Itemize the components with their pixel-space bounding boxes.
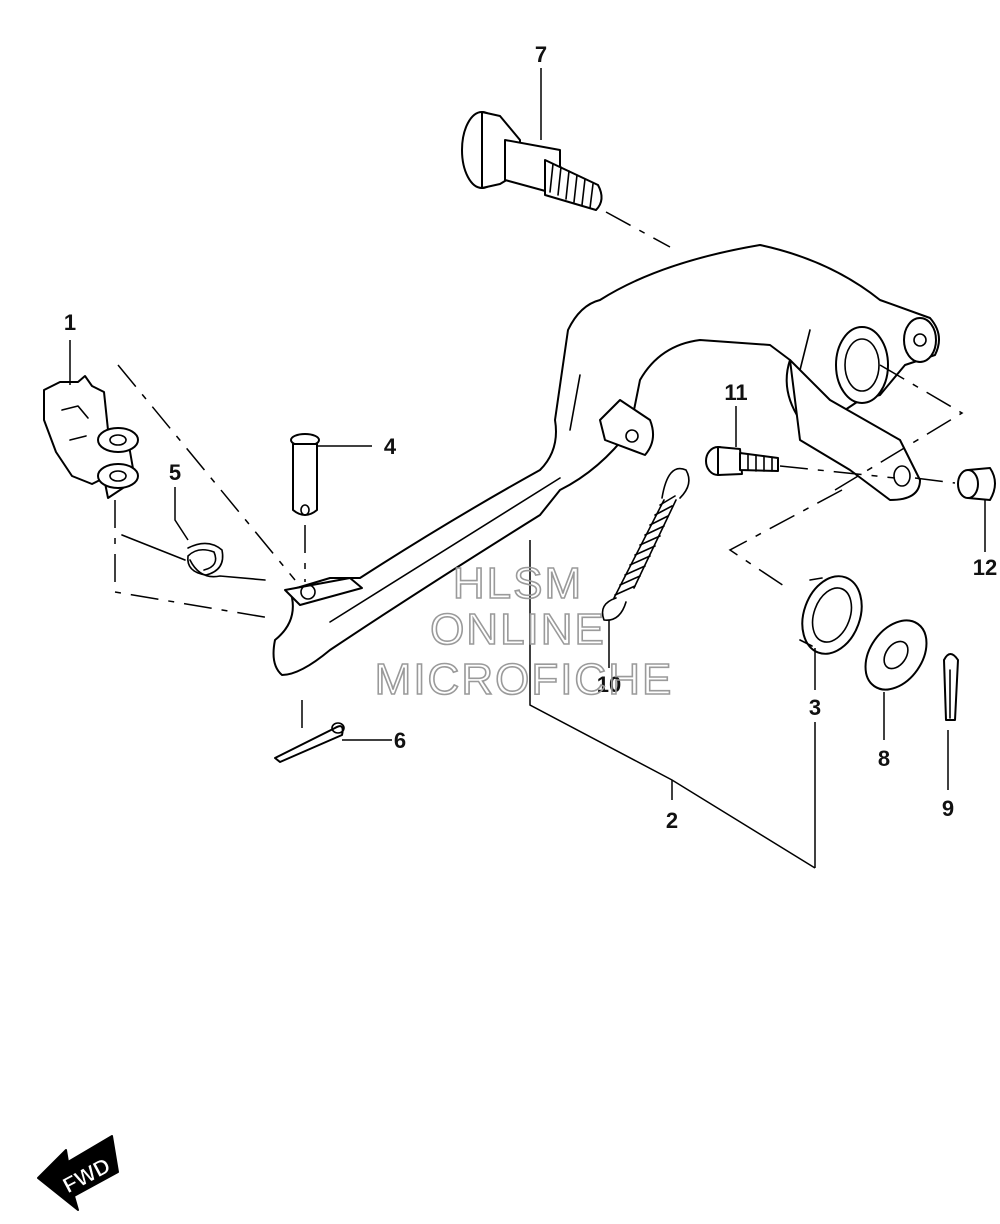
axis-line-11	[779, 465, 896, 479]
watermark-line-3: MICROFICHE	[375, 655, 674, 704]
callout-5: 5	[169, 460, 181, 485]
axis-line-boss	[728, 364, 964, 591]
callout-4: 4	[384, 434, 397, 459]
leader-2	[529, 540, 816, 869]
axis-line-1a	[117, 364, 296, 581]
axis-line-7	[605, 211, 671, 248]
callout-3: 3	[809, 695, 821, 720]
watermark-line-2: ONLINE	[430, 605, 606, 654]
callout-10: 10	[597, 672, 621, 697]
callout-9: 9	[942, 796, 954, 821]
callout-6: 6	[394, 728, 406, 753]
callout-12: 12	[973, 555, 997, 580]
part-2-brake-pedal[interactable]	[272, 244, 940, 676]
part-12-collar[interactable]	[957, 467, 996, 501]
part-11-bolt[interactable]	[705, 446, 779, 476]
forward-arrow-icon: FWD	[37, 1135, 119, 1211]
part-4-clevis-pin[interactable]	[290, 433, 320, 516]
axis-line-12	[914, 477, 956, 484]
axis-line-1b	[114, 500, 271, 619]
part-8-washer[interactable]	[853, 609, 939, 701]
part-3-oil-seal[interactable]	[792, 568, 872, 662]
part-6-cotter-pin[interactable]	[274, 722, 345, 763]
callout-8: 8	[878, 746, 890, 771]
part-1-detent-plate[interactable]	[43, 375, 139, 499]
part-7-pivot-bolt[interactable]	[461, 111, 603, 211]
leader-5	[174, 487, 189, 541]
callout-11: 11	[724, 380, 747, 405]
part-9-cotter-pin[interactable]	[943, 653, 959, 721]
callout-1: 1	[64, 310, 76, 335]
callout-2: 2	[666, 808, 678, 833]
callout-7: 7	[535, 42, 547, 67]
part-10-tension-spring[interactable]	[601, 467, 690, 621]
part-5-return-spring[interactable]	[121, 534, 266, 581]
watermark-line-1: HLSM	[453, 559, 583, 608]
